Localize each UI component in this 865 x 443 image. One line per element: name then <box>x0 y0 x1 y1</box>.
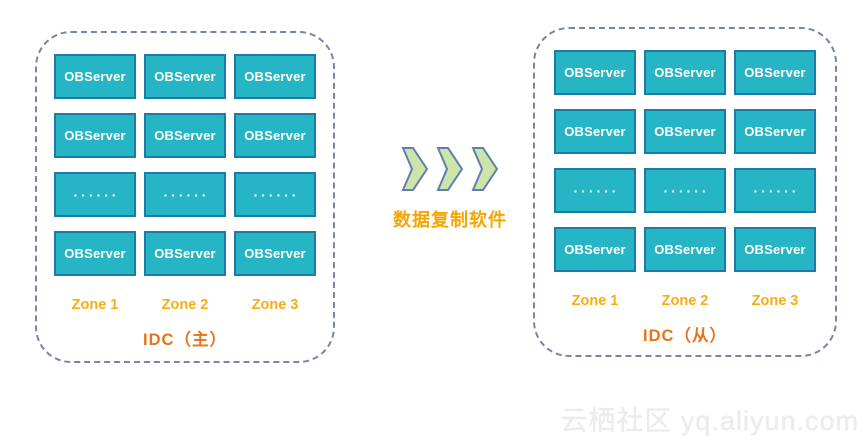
replication-software-label: 数据复制软件 <box>393 210 507 230</box>
replication-block: 数据复制软件 <box>385 146 515 232</box>
observer-box: OBServer <box>54 54 136 99</box>
ellipsis-box: ······ <box>554 168 636 213</box>
ellipsis-box: ······ <box>234 172 316 217</box>
observer-box: OBServer <box>644 50 726 95</box>
zone-label: Zone 3 <box>751 293 799 309</box>
observer-box: OBServer <box>554 50 636 95</box>
idc-secondary-container: OBServer OBServer OBServer OBServer OBSe… <box>533 27 837 357</box>
idc-secondary-label: IDC（从） <box>643 327 727 345</box>
chevron-right-icon <box>471 147 499 191</box>
observer-box: OBServer <box>644 227 726 272</box>
zone-label: Zone 2 <box>161 297 209 313</box>
observer-box: OBServer <box>734 227 816 272</box>
observer-box: OBServer <box>54 231 136 276</box>
observer-box: OBServer <box>54 113 136 158</box>
idc-primary-server-grid: OBServer OBServer OBServer OBServer OBSe… <box>37 54 333 276</box>
observer-box: OBServer <box>234 113 316 158</box>
observer-box: OBServer <box>234 54 316 99</box>
ellipsis-box: ······ <box>54 172 136 217</box>
idc-primary-label: IDC（主） <box>143 331 227 349</box>
idc-secondary-server-grid: OBServer OBServer OBServer OBServer OBSe… <box>535 50 835 272</box>
chevron-right-icon <box>401 147 429 191</box>
zone-label: Zone 2 <box>661 293 709 309</box>
observer-box: OBServer <box>144 113 226 158</box>
ellipsis-box: ······ <box>644 168 726 213</box>
observer-box: OBServer <box>554 227 636 272</box>
observer-box: OBServer <box>144 54 226 99</box>
idc-secondary-zone-row: Zone 1 Zone 2 Zone 3 <box>535 293 835 309</box>
ellipsis-box: ······ <box>734 168 816 213</box>
observer-box: OBServer <box>554 109 636 154</box>
chevron-right-icon <box>436 147 464 191</box>
zone-label: Zone 1 <box>571 293 619 309</box>
zone-label: Zone 3 <box>251 297 299 313</box>
observer-box: OBServer <box>734 109 816 154</box>
ellipsis-box: ······ <box>144 172 226 217</box>
watermark: 云栖社区 yq.aliyun.com <box>560 406 859 436</box>
idc-primary-zone-row: Zone 1 Zone 2 Zone 3 <box>37 297 333 313</box>
observer-box: OBServer <box>144 231 226 276</box>
idc-primary-container: OBServer OBServer OBServer OBServer OBSe… <box>35 31 335 363</box>
observer-box: OBServer <box>234 231 316 276</box>
replication-arrows <box>401 146 499 192</box>
observer-box: OBServer <box>734 50 816 95</box>
zone-label: Zone 1 <box>71 297 119 313</box>
observer-box: OBServer <box>644 109 726 154</box>
